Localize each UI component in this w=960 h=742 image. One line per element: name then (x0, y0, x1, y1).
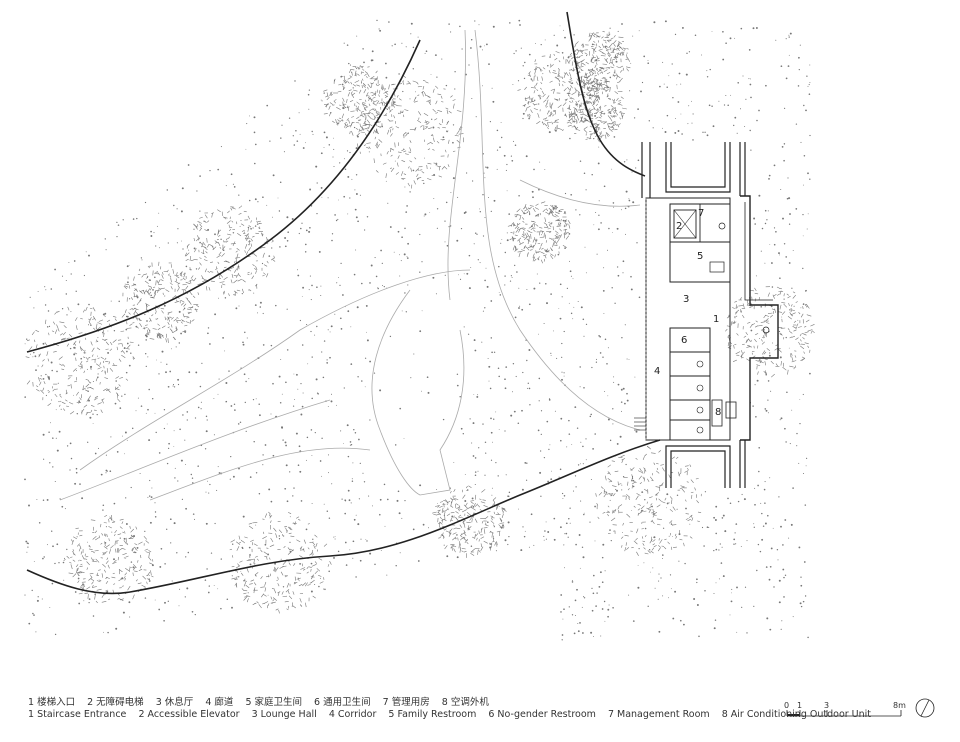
terrain-boundary-upper (26, 39, 421, 353)
legend-cn-item: 7 管理用房 (382, 697, 430, 708)
vegetation-stipple (24, 19, 811, 641)
tree-canopies (25, 31, 815, 614)
legend-english: 1 Staircase Entrance 2 Accessible Elevat… (28, 709, 880, 720)
room-label-2: 2 (676, 221, 682, 232)
scale-tick-1: 1 (797, 701, 802, 710)
room-label-8: 8 (715, 407, 721, 418)
legend-en-item: 5 Family Restroom (388, 709, 477, 720)
legend-chinese: 1 楼梯入口 2 无障碍电梯 3 休息厅 4 廊道 5 家庭卫生间 6 通用卫生… (28, 694, 498, 708)
site-paths (59, 29, 641, 501)
scale-bar: 0 1 3 8m (784, 701, 906, 717)
legend-cn-item: 5 家庭卫生间 (245, 697, 303, 708)
legend-cn-item: 4 廊道 (205, 697, 234, 708)
room-label-4: 4 (654, 366, 660, 377)
room-label-1: 1 (713, 314, 719, 325)
room-label-5: 5 (697, 251, 703, 262)
room-label-6: 6 (681, 335, 687, 346)
legend-en-item: 2 Accessible Elevator (138, 709, 240, 720)
legend-en-item: 1 Staircase Entrance (28, 709, 127, 720)
room-label-7: 7 (698, 208, 704, 219)
legend-en-item: 8 Air Conditioning Outdoor Unit (721, 709, 872, 720)
building-plan (634, 142, 779, 488)
terrain-boundary-top-right (566, 11, 646, 177)
legend-en-item: 3 Lounge Hall (251, 709, 317, 720)
scale-tick-3: 3 (824, 701, 829, 710)
legend-cn-item: 8 空调外机 (441, 697, 489, 708)
legend-cn-item: 6 通用卫生间 (314, 697, 371, 708)
scale-tick-8m: 8m (893, 701, 906, 710)
legend-cn-item: 2 无障碍电梯 (87, 697, 144, 708)
north-arrow-icon (915, 698, 935, 718)
legend-en-item: 7 Management Room (607, 709, 710, 720)
terrain-boundary-lower (26, 439, 661, 595)
legend-en-item: 4 Corridor (328, 709, 377, 720)
legend-cn-item: 3 休息厅 (155, 697, 194, 708)
room-label-3: 3 (683, 294, 689, 305)
legend-en-item: 6 No-gender Restroom (488, 709, 596, 720)
scale-tick-0: 0 (784, 701, 789, 710)
legend-cn-item: 1 楼梯入口 (28, 697, 76, 708)
